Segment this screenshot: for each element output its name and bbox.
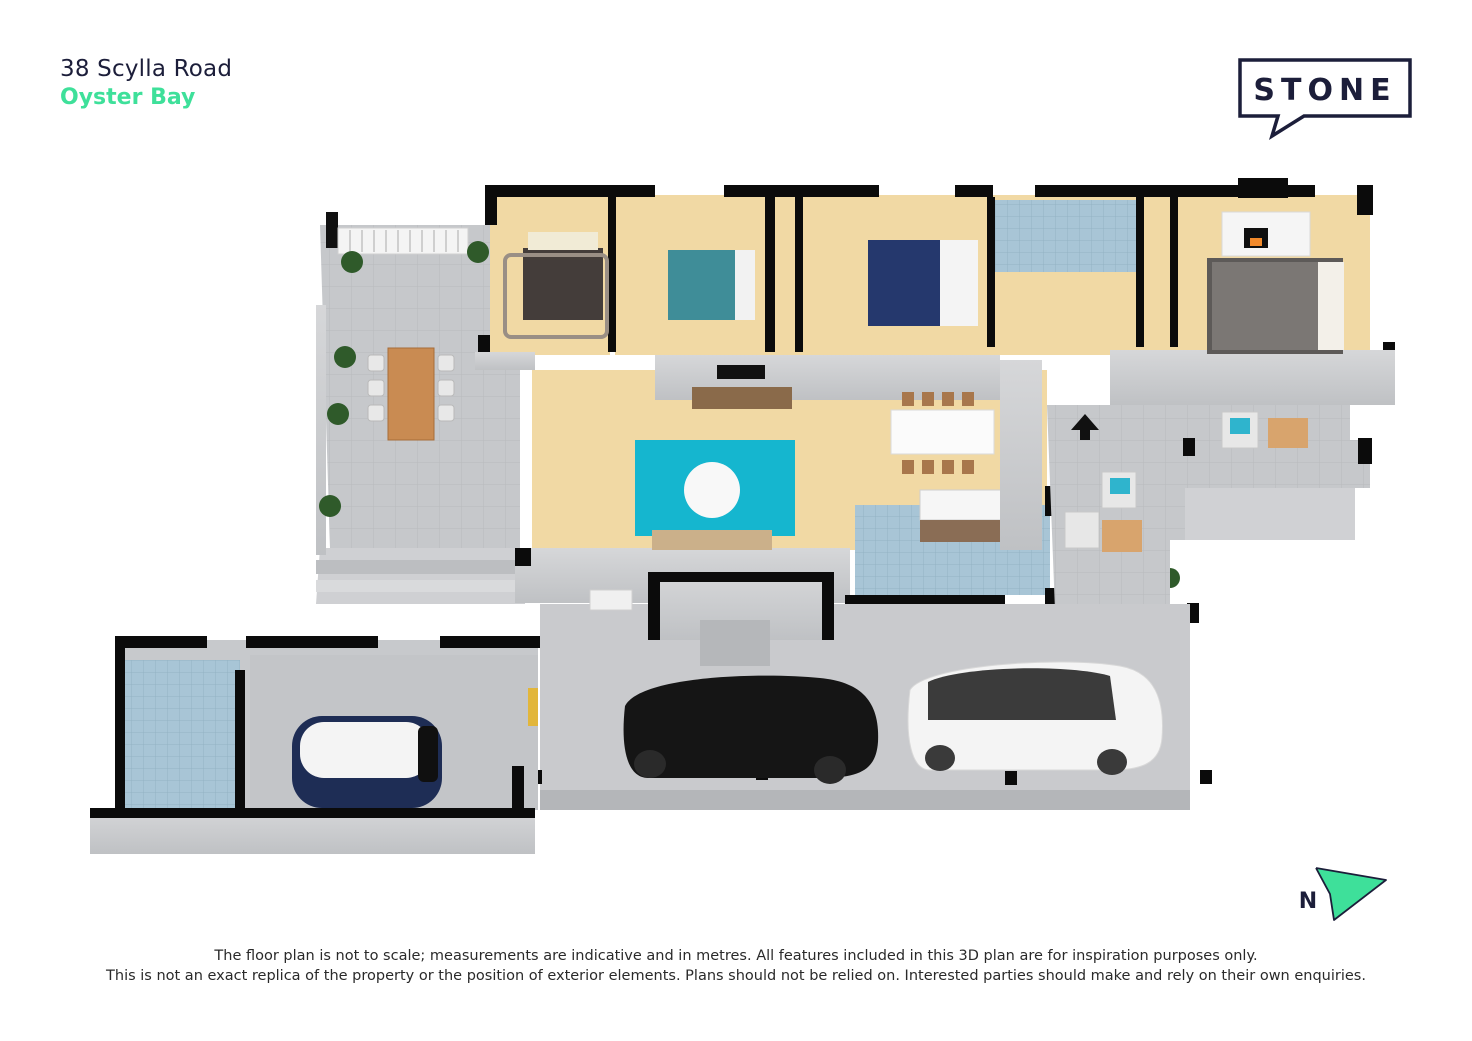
house: [475, 178, 1395, 607]
car-icon: [292, 661, 1163, 808]
disclaimer: The floor plan is not to scale; measurem…: [0, 946, 1472, 986]
porch-terrace: [1047, 405, 1372, 623]
entry-arrow-icon: [1071, 414, 1099, 440]
deck-alfresco: [316, 212, 525, 604]
address-street: 38 Scylla Road: [60, 56, 233, 82]
disclaimer-line-1: The floor plan is not to scale; measurem…: [214, 948, 1258, 964]
compass-label: N: [1299, 889, 1317, 914]
brand-logo: STONE: [1238, 58, 1412, 140]
compass: N: [1299, 867, 1387, 921]
bed-icon: [503, 232, 1344, 354]
address-suburb: Oyster Bay: [60, 85, 196, 110]
disclaimer-line-2: This is not an exact replica of the prop…: [106, 968, 1366, 984]
north-arrow-icon: [1316, 868, 1386, 920]
address-block: 38 Scylla Road Oyster Bay: [60, 56, 232, 110]
brand-name: STONE: [1253, 73, 1396, 108]
